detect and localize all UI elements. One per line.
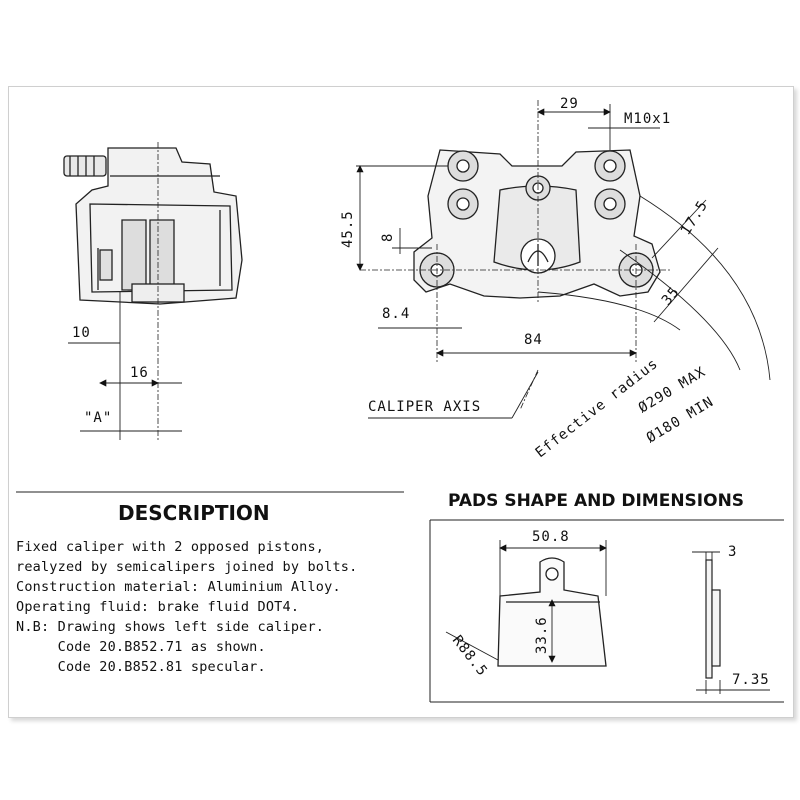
pad-side-view [705, 559, 721, 679]
front-centerlines [360, 100, 672, 411]
dim-thread: M10x1 [624, 111, 671, 127]
pad-total-dim: 7.35 [732, 672, 770, 688]
dim-16: 16 [130, 365, 149, 381]
caliper-side-view [63, 147, 243, 305]
caliper-axis-label: CALIPER AXIS [368, 399, 481, 415]
description-line: N.B: Drawing shows left side caliper. [16, 619, 325, 635]
description-line: Code 20.B852.71 as shown. [16, 639, 266, 655]
description-heading: DESCRIPTION [118, 501, 270, 525]
description-line: Fixed caliper with 2 opposed pistons, [16, 539, 325, 555]
description-line: Operating fluid: brake fluid DOT4. [16, 599, 300, 615]
description-text: Fixed caliper with 2 opposed pistons, rea… [16, 537, 436, 677]
dim-45-5: 45.5 [340, 210, 356, 248]
pads-heading: PADS SHAPE AND DIMENSIONS [448, 491, 744, 511]
dim-8-4: 8.4 [382, 306, 410, 322]
detail-a-label: "A" [84, 410, 112, 426]
description-line: Construction material: Aluminium Alloy. [16, 579, 341, 595]
description-line: Code 20.B852.81 specular. [16, 659, 266, 675]
pad-height-dim: 33.6 [534, 616, 550, 654]
dim-10: 10 [72, 325, 91, 341]
pad-width-dim: 50.8 [532, 529, 570, 545]
dim-29: 29 [560, 96, 579, 112]
pad-radius-dim: R88.5 [449, 633, 491, 680]
description-line: realyzed by semicalipers joined by bolts… [16, 559, 358, 575]
dim-8: 8 [380, 233, 396, 242]
dim-17-5: 17.5 [678, 198, 712, 238]
pads-box [429, 519, 784, 703]
pad-dimension-lines [445, 540, 607, 663]
dim-84: 84 [524, 332, 543, 348]
pad-side-dim-lines [692, 551, 770, 694]
dim-35: 35 [659, 284, 683, 309]
pad-thickness-dim: 3 [728, 544, 737, 560]
front-dimension-lines [356, 104, 771, 419]
side-dimension-lines [68, 292, 182, 440]
bleeder-fitting [63, 155, 107, 177]
caliper-front-view [413, 149, 661, 299]
